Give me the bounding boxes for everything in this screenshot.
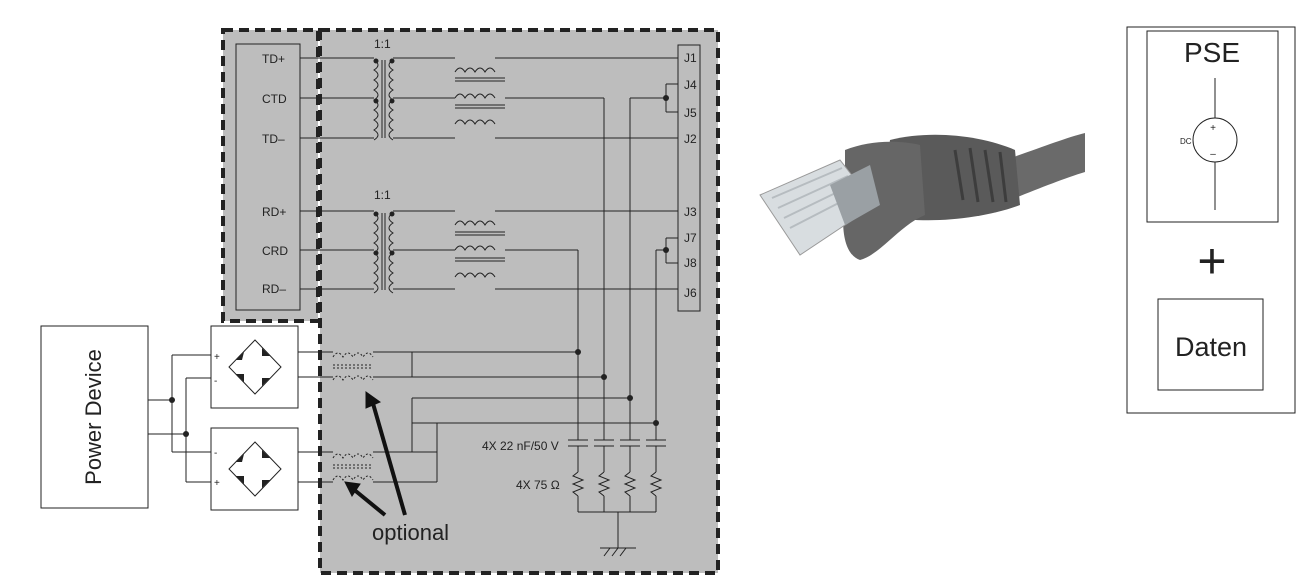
pse-panel: PSE + – DC + Daten [1126,26,1296,414]
jack-j1: J1 [684,51,697,65]
bridge-1-minus: - [214,376,217,387]
ratio-label-2: 1:1 [374,188,391,202]
dc-source-minus: – [1210,149,1216,160]
jack-j2: J2 [684,132,697,146]
pin-labels: TD+ CTD TD– RD+ CRD RD– [262,52,288,296]
pin-ctd: CTD [262,92,287,106]
data-label: Daten [1175,332,1247,362]
jack-j7: J7 [684,231,697,245]
diode-bridge-2: - + [210,427,299,511]
jack-j5: J5 [684,106,697,120]
wiring [148,57,678,557]
dc-source-icon [1192,117,1238,163]
jack-j4: J4 [684,78,697,92]
pin-td-plus: TD+ [262,52,285,66]
pin-rd-minus: RD– [262,282,286,296]
capacitor-label: 4X 22 nF/50 V [482,439,559,453]
bridge-2-minus: - [214,448,217,459]
diode-bridge-1: + - [210,325,299,409]
power-device-label: Power Device [81,349,106,485]
bridge-1-plus: + [214,352,220,363]
pin-td-minus: TD– [262,132,285,146]
optional-label: optional [372,520,449,545]
rj45-cable-image [759,133,1085,260]
pin-crd: CRD [262,244,288,258]
power-device: Power Device [40,325,149,509]
bridge-2-plus: + [214,478,220,489]
junctions [169,58,669,437]
resistor-label: 4X 75 Ω [516,478,560,492]
ratio-label-1: 1:1 [374,37,391,51]
pse-title: PSE [1184,37,1240,68]
jack-j3: J3 [684,205,697,219]
optional-arrows [344,391,407,517]
jack-labels: J1 J4 J5 J2 J3 J7 J8 J6 [684,51,697,300]
dc-source-label: DC [1180,137,1192,146]
jack-j8: J8 [684,256,697,270]
jack-j6: J6 [684,286,697,300]
pin-rd-plus: RD+ [262,205,286,219]
dc-source-plus: + [1210,123,1216,134]
pse-plus-sign: + [1197,233,1226,289]
